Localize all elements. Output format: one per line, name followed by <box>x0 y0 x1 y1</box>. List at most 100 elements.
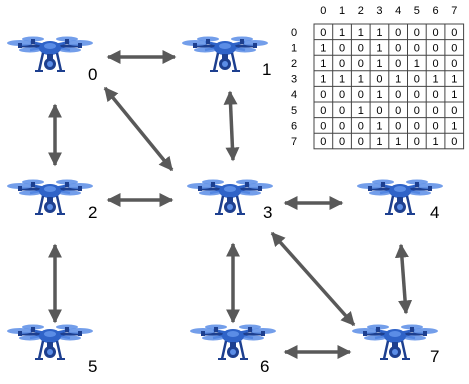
matrix-cell: 0 <box>395 27 401 39</box>
matrix-cell: 0 <box>376 105 382 117</box>
matrix-cell: 0 <box>320 136 326 148</box>
matrix-row-header: 6 <box>291 120 297 132</box>
matrix-cell: 0 <box>414 42 420 54</box>
node-3: 3 <box>185 178 275 222</box>
matrix-cell: 0 <box>320 105 326 117</box>
matrix-cell: 0 <box>451 27 457 39</box>
matrix-cell: 0 <box>395 89 401 101</box>
node-7: 7 <box>350 323 440 366</box>
matrix-cell: 0 <box>414 74 420 86</box>
matrix-cell: 1 <box>320 58 326 70</box>
matrix-cell: 0 <box>451 105 457 117</box>
node-label: 7 <box>430 347 439 366</box>
node-label: 2 <box>88 203 97 222</box>
drone-icon <box>5 178 95 216</box>
node-6: 6 <box>188 323 278 376</box>
matrix-cell: 0 <box>339 42 345 54</box>
matrix-cell: 0 <box>432 42 438 54</box>
matrix-cell: 0 <box>376 74 382 86</box>
matrix-cell: 0 <box>414 89 420 101</box>
matrix-cell: 0 <box>358 120 364 132</box>
matrix-col-header: 6 <box>432 5 438 17</box>
edge-3-7-arrow <box>270 231 356 327</box>
matrix-row-header: 2 <box>291 58 297 70</box>
matrix-cell: 1 <box>320 42 326 54</box>
matrix-cell: 1 <box>432 136 438 148</box>
matrix-cell: 0 <box>339 58 345 70</box>
matrix-cell: 0 <box>339 89 345 101</box>
matrix-col-header: 5 <box>414 5 420 17</box>
matrix-cell: 1 <box>451 120 457 132</box>
drone-icon <box>185 178 275 216</box>
matrix-row-header: 0 <box>291 27 297 39</box>
matrix-col-header: 2 <box>358 5 364 17</box>
matrix-cell: 0 <box>395 58 401 70</box>
matrix-cell: 0 <box>358 42 364 54</box>
matrix-cell: 1 <box>395 74 401 86</box>
drone-icon <box>5 323 95 361</box>
matrix-cell: 1 <box>358 105 364 117</box>
matrix-cell: 0 <box>320 120 326 132</box>
matrix-col-header: 4 <box>395 5 401 17</box>
matrix-cell: 0 <box>432 58 438 70</box>
matrix-col-header: 0 <box>320 5 326 17</box>
matrix-cell: 0 <box>414 120 420 132</box>
matrix-cell: 1 <box>376 120 382 132</box>
node-label: 6 <box>260 357 269 376</box>
drone-icon <box>180 35 270 73</box>
matrix-cell: 1 <box>376 58 382 70</box>
matrix-cell: 0 <box>320 27 326 39</box>
matrix-cell: 1 <box>339 74 345 86</box>
matrix-col-header: 7 <box>451 5 457 17</box>
edge-4-7-arrow <box>394 243 413 315</box>
node-0: 0 <box>5 35 97 84</box>
edges-layer <box>48 50 413 359</box>
node-1: 1 <box>180 35 271 79</box>
matrix-row-header: 4 <box>291 89 297 101</box>
matrix-cell: 1 <box>320 74 326 86</box>
matrix-cell: 0 <box>395 42 401 54</box>
node-label: 0 <box>88 65 97 84</box>
matrix-row-header: 1 <box>291 42 297 54</box>
matrix-cell: 1 <box>414 58 420 70</box>
matrix-cell: 0 <box>339 136 345 148</box>
matrix-cell: 0 <box>320 89 326 101</box>
matrix-cell: 0 <box>358 89 364 101</box>
matrix-cell: 1 <box>376 42 382 54</box>
matrix-cell: 1 <box>358 74 364 86</box>
node-2: 2 <box>5 178 97 222</box>
drone-icon <box>188 323 278 361</box>
matrix-cell: 0 <box>451 42 457 54</box>
matrix-cell: 1 <box>376 89 382 101</box>
matrix-cell: 0 <box>395 120 401 132</box>
node-5: 5 <box>5 323 97 376</box>
matrix-cell: 1 <box>432 74 438 86</box>
node-label: 4 <box>430 203 439 222</box>
matrix-cell: 0 <box>432 105 438 117</box>
matrix-cell: 0 <box>451 136 457 148</box>
matrix-cell: 0 <box>414 105 420 117</box>
node-4: 4 <box>355 178 445 222</box>
matrix-cell: 0 <box>339 120 345 132</box>
matrix-cell: 1 <box>376 136 382 148</box>
matrix-cell: 0 <box>432 89 438 101</box>
matrix-cell: 0 <box>358 58 364 70</box>
matrix-cell: 1 <box>376 27 382 39</box>
edge-1-3-arrow <box>223 90 240 162</box>
matrix-cell: 0 <box>451 58 457 70</box>
matrix-row-header: 7 <box>291 136 297 148</box>
matrix-cell: 0 <box>432 120 438 132</box>
matrix-cell: 0 <box>414 136 420 148</box>
node-label: 3 <box>263 203 272 222</box>
edge-0-3-arrow <box>103 86 174 172</box>
node-label: 1 <box>262 60 271 79</box>
matrix-cell: 0 <box>358 136 364 148</box>
matrix-cell: 0 <box>395 105 401 117</box>
matrix-cell: 0 <box>339 105 345 117</box>
matrix-cell: 1 <box>339 27 345 39</box>
matrix-col-header: 1 <box>339 5 345 17</box>
matrix-cell: 1 <box>395 136 401 148</box>
